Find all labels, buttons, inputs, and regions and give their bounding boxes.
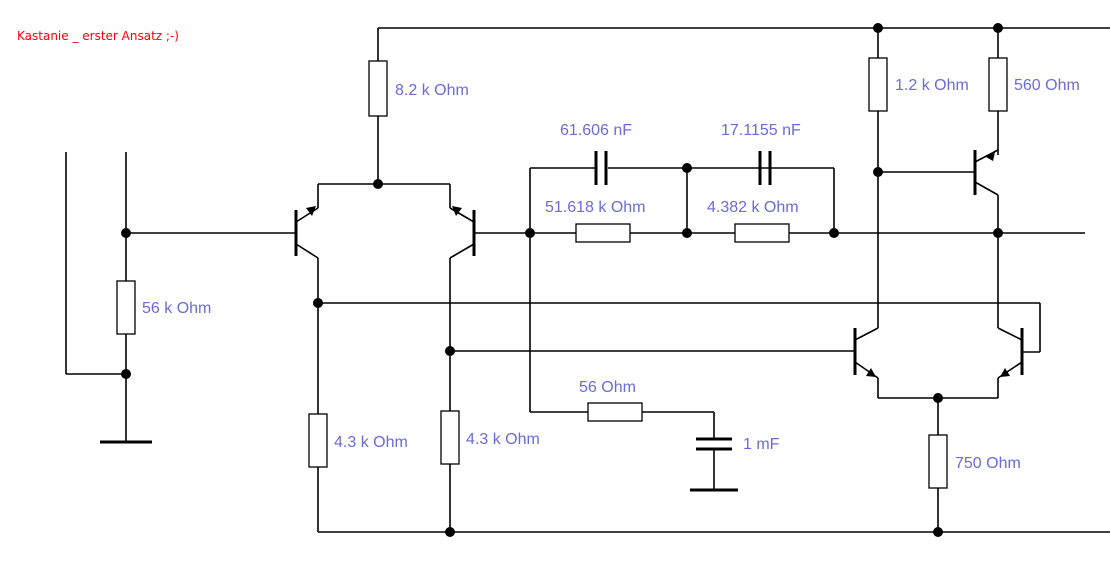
resistor-750	[928, 434, 948, 489]
label-56: 56 Ohm	[579, 379, 636, 396]
junction-dots	[121, 23, 1003, 537]
transistor-q5	[973, 149, 999, 196]
label-4-382k: 4.382 k Ohm	[707, 199, 799, 216]
wires	[65, 27, 1110, 533]
resistor-4-382k	[734, 223, 790, 243]
transistor-q3	[853, 327, 879, 379]
label-1-2k: 1.2 k Ohm	[895, 77, 969, 94]
label-17-1155nf: 17.1155 nF	[721, 122, 801, 139]
transistor-q4	[997, 327, 1024, 379]
capacitor-1mf	[696, 437, 732, 451]
label-560: 560 Ohm	[1014, 77, 1080, 94]
label-4-3k-b: 4.3 k Ohm	[466, 431, 540, 448]
resistor-56	[587, 402, 643, 422]
label-750: 750 Ohm	[955, 455, 1021, 472]
capacitor-17-1155nf	[758, 151, 772, 185]
resistor-4-3k-a	[308, 413, 328, 468]
resistor-8-2k	[368, 60, 388, 117]
resistor-51-618k	[575, 223, 631, 243]
resistor-560	[988, 57, 1008, 112]
label-56k: 56 k Ohm	[142, 300, 211, 317]
label-8-2k: 8.2 k Ohm	[395, 82, 469, 99]
transistor-q1	[294, 206, 319, 259]
transistor-q2	[449, 206, 476, 259]
label-51-618k: 51.618 k Ohm	[545, 199, 646, 216]
label-1mf: 1 mF	[743, 436, 780, 453]
resistor-56k	[116, 280, 136, 335]
label-4-3k-a: 4.3 k Ohm	[334, 434, 408, 451]
label-61-606nf: 61.606 nF	[560, 122, 632, 139]
resistor-4-3k-b	[440, 410, 460, 465]
resistor-1-2k	[868, 57, 888, 112]
capacitor-61-606nf	[594, 151, 608, 185]
diagram-title: Kastanie _ erster Ansatz ;-)	[17, 29, 179, 43]
